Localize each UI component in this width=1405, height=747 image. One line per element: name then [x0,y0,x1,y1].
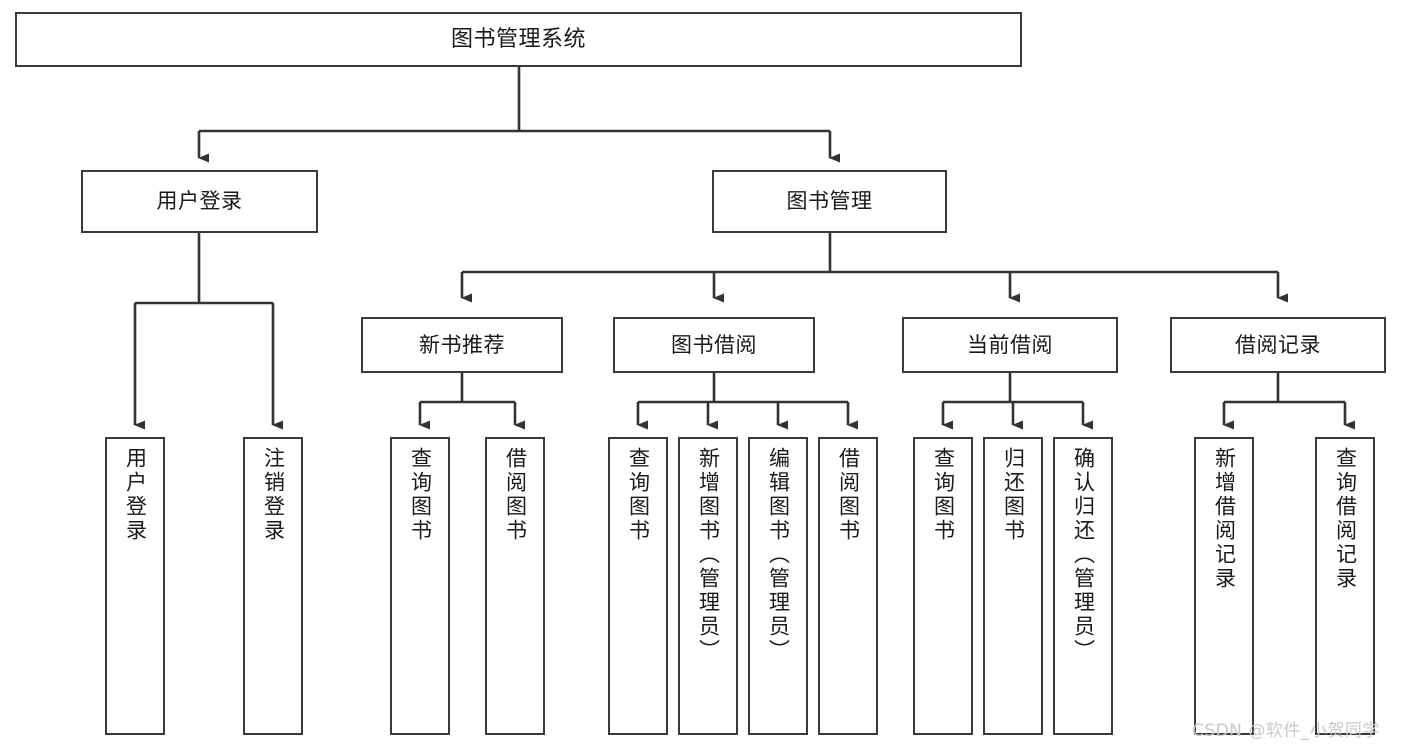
leaf-user-login[interactable]: 用户登录 [105,437,165,735]
node-book-manage[interactable]: 图书管理 [712,170,947,233]
leaf-query-book-2[interactable]: 查询图书 [608,437,668,735]
node-root-label: 图书管理系统 [450,26,586,52]
node-current-borrow[interactable]: 当前借阅 [902,317,1118,373]
leaf-query-book-2-label: 查询图书 [626,447,651,543]
node-borrow-record-label: 借阅记录 [1235,332,1321,357]
leaf-borrow-book-1[interactable]: 借阅图书 [485,437,545,735]
leaf-edit-book-label: 编辑图书（管理员） [766,447,791,663]
leaf-add-book[interactable]: 新增图书（管理员） [678,437,738,735]
node-new-book-recommend[interactable]: 新书推荐 [361,317,563,373]
leaf-query-record-label: 查询借阅记录 [1333,447,1358,591]
node-root-book-management-system[interactable]: 图书管理系统 [15,12,1022,67]
leaf-logout-login[interactable]: 注销登录 [243,437,303,735]
leaf-confirm-return[interactable]: 确认归还（管理员） [1053,437,1113,735]
leaf-borrow-book-2[interactable]: 借阅图书 [818,437,878,735]
leaf-query-record[interactable]: 查询借阅记录 [1315,437,1375,735]
node-book-borrow-label: 图书借阅 [671,332,757,357]
leaf-query-book-3-label: 查询图书 [931,447,956,543]
node-borrow-record[interactable]: 借阅记录 [1170,317,1386,373]
leaf-return-book[interactable]: 归还图书 [983,437,1043,735]
leaf-return-book-label: 归还图书 [1001,447,1026,543]
leaf-add-book-label: 新增图书（管理员） [696,447,721,663]
leaf-query-book-3[interactable]: 查询图书 [913,437,973,735]
node-book-manage-label: 图书管理 [786,189,873,214]
leaf-query-book-1[interactable]: 查询图书 [390,437,450,735]
leaf-user-login-label: 用户登录 [123,447,148,543]
leaf-borrow-book-1-label: 借阅图书 [503,447,528,543]
leaf-edit-book[interactable]: 编辑图书（管理员） [748,437,808,735]
node-new-book-recommend-label: 新书推荐 [419,332,505,357]
leaf-confirm-return-label: 确认归还（管理员） [1071,447,1096,663]
leaf-query-book-1-label: 查询图书 [408,447,433,543]
node-current-borrow-label: 当前借阅 [967,332,1053,357]
node-user-login[interactable]: 用户登录 [81,170,318,233]
csdn-watermark: CSDN @软件_小贺同学 [1192,721,1380,741]
leaf-add-record-label: 新增借阅记录 [1212,447,1237,591]
leaf-add-record[interactable]: 新增借阅记录 [1194,437,1254,735]
node-book-borrow[interactable]: 图书借阅 [613,317,815,373]
leaf-borrow-book-2-label: 借阅图书 [836,447,861,543]
leaf-logout-login-label: 注销登录 [261,447,286,543]
node-user-login-label: 用户登录 [156,189,243,214]
